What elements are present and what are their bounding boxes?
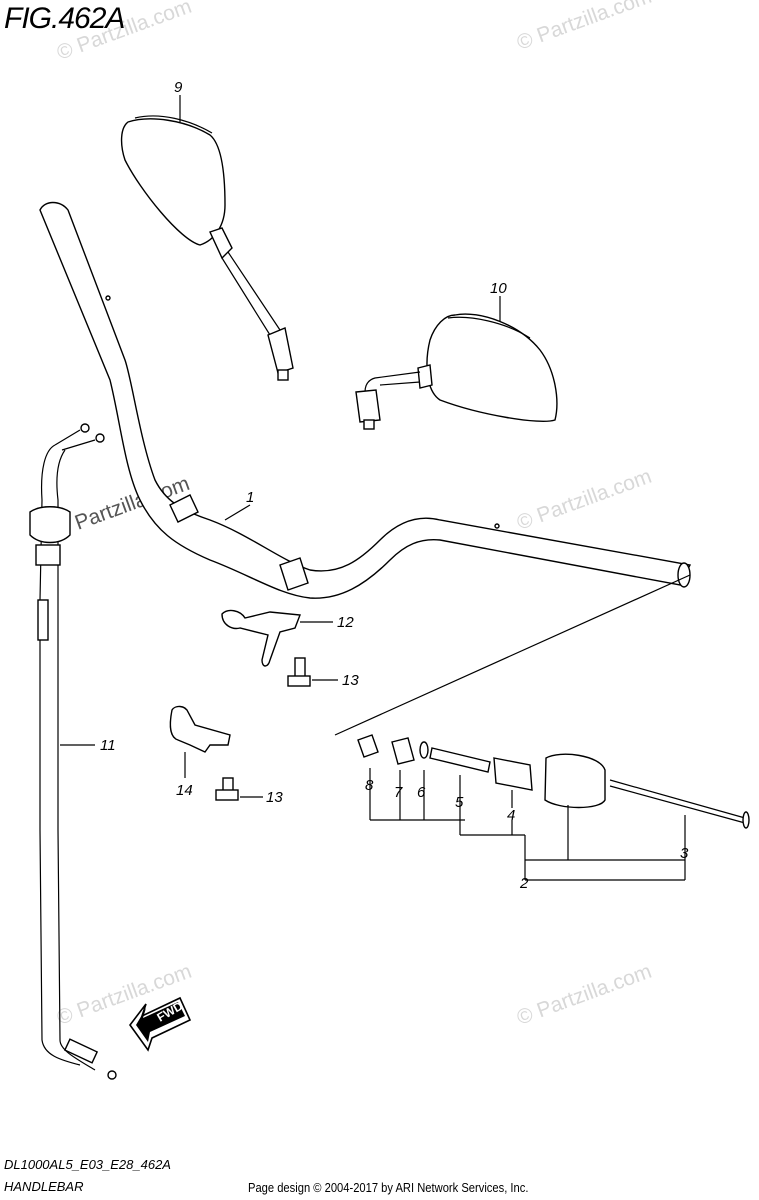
forward-arrow: FWD xyxy=(129,996,192,1052)
cable-bracket xyxy=(221,609,301,667)
right-mirror xyxy=(355,313,558,430)
callout-13: 13 xyxy=(342,672,359,689)
handlebar xyxy=(39,201,692,599)
callout-14: 14 xyxy=(176,782,193,799)
callout-3: 3 xyxy=(680,845,689,862)
callout-12: 12 xyxy=(337,614,354,631)
callout-2: 2 xyxy=(519,875,529,892)
bolt xyxy=(215,777,239,801)
callout-4: 4 xyxy=(507,807,515,824)
bolt xyxy=(287,657,311,687)
figure-title: FIG.462A xyxy=(4,2,125,35)
section-name: HANDLEBAR xyxy=(4,1179,84,1194)
watermark: © Partzilla.com xyxy=(514,465,655,535)
bar-end-assembly xyxy=(334,574,750,829)
callout-5: 5 xyxy=(455,794,464,811)
cable-clamp xyxy=(169,705,231,753)
throttle-cable xyxy=(29,423,117,1080)
watermark: © Partzilla.com xyxy=(514,0,655,55)
model-code: DL1000AL5_E03_E28_462A xyxy=(4,1157,171,1172)
callout-9: 9 xyxy=(174,79,183,96)
leader-lines xyxy=(369,768,686,881)
copyright-notice: Page design © 2004-2017 by ARI Network S… xyxy=(248,1180,529,1195)
grip-band xyxy=(169,494,309,591)
callout-13: 13 xyxy=(266,789,283,806)
callout-10: 10 xyxy=(490,280,507,297)
callout-11: 11 xyxy=(100,737,116,754)
callout-1: 1 xyxy=(246,489,254,506)
callout-6: 6 xyxy=(417,784,426,801)
watermark: © Partzilla.com xyxy=(514,960,655,1030)
left-mirror xyxy=(120,115,294,381)
callout-7: 7 xyxy=(394,784,403,801)
callout-8: 8 xyxy=(365,777,374,794)
